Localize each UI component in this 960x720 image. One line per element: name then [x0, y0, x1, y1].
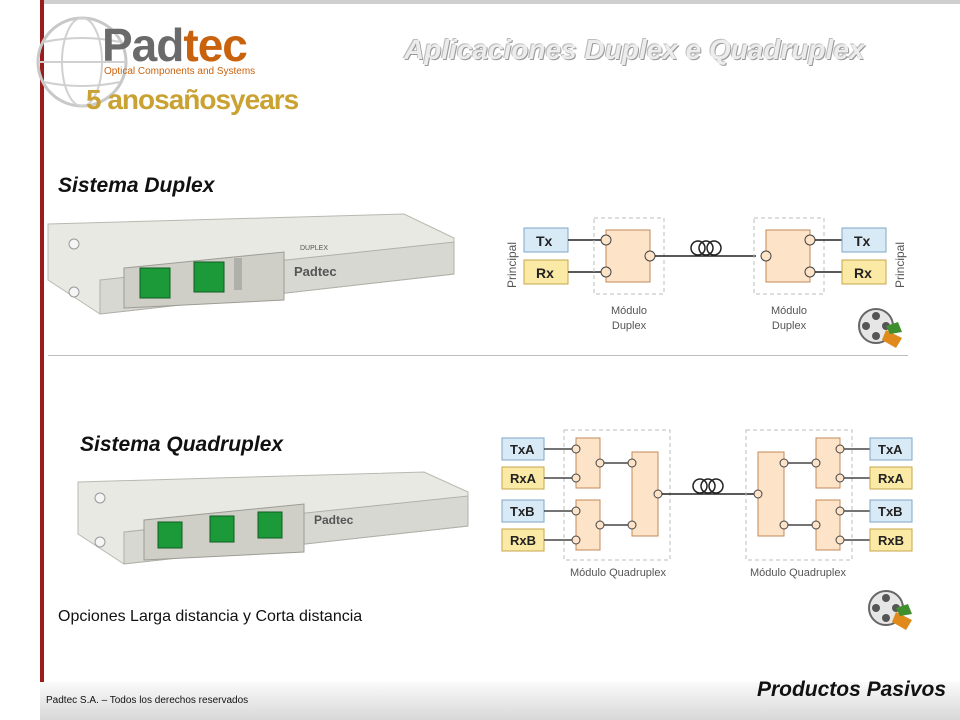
- principal-label-left: Principal: [505, 242, 519, 288]
- film-reel-icon[interactable]: [866, 586, 914, 632]
- svg-text:Rx: Rx: [536, 265, 554, 281]
- rack-brand-label: Padtec: [294, 264, 337, 279]
- svg-text:TxA: TxA: [510, 442, 535, 457]
- svg-text:Módulo Quadruplex: Módulo Quadruplex: [750, 567, 847, 579]
- quadruplex-section-title: Sistema Quadruplex: [80, 433, 284, 456]
- slide-title: Aplicaciones Duplex e Quadruplex: [404, 34, 865, 65]
- quadruplex-diagram: TxA RxA TxB RxB Módulo Quadruplex Módulo…: [501, 429, 913, 579]
- svg-text:RxB: RxB: [878, 533, 904, 548]
- fiber-port: [209, 515, 235, 543]
- section-divider: [48, 355, 908, 356]
- svg-text:Rx: Rx: [854, 265, 872, 281]
- brand-subtitle: Optical Components and Systems: [104, 66, 256, 77]
- svg-text:Duplex: Duplex: [772, 320, 807, 332]
- svg-text:Tx: Tx: [536, 233, 553, 249]
- fiber-coil-icon: [690, 240, 722, 256]
- duplex-rack-device: Padtec DUPLEX: [47, 213, 455, 315]
- svg-text:RxA: RxA: [510, 471, 537, 486]
- svg-text:TxB: TxB: [878, 504, 903, 519]
- svg-text:Módulo: Módulo: [771, 305, 807, 317]
- svg-text:Duplex: Duplex: [612, 320, 647, 332]
- left-frame-bar: [40, 0, 44, 720]
- svg-text:Módulo: Módulo: [611, 305, 647, 317]
- svg-text:RxA: RxA: [878, 471, 905, 486]
- fiber-port: [193, 261, 225, 293]
- quadruplex-module-right: [745, 429, 853, 561]
- fiber-port: [257, 511, 283, 539]
- rx-box-right: [841, 259, 887, 285]
- svg-text:TxB: TxB: [510, 504, 535, 519]
- top-frame-bar: [40, 0, 960, 4]
- svg-text:Módulo Quadruplex: Módulo Quadruplex: [570, 567, 667, 579]
- quadruplex-module-left: [563, 429, 671, 561]
- footer-product-line: Productos Pasivos: [756, 678, 946, 701]
- tx-box-right: [841, 227, 887, 253]
- duplex-diagram: Principal Tx Rx Módulo Duplex Módulo Dup…: [505, 217, 907, 332]
- svg-text:Tx: Tx: [854, 233, 871, 249]
- svg-text:RxB: RxB: [510, 533, 536, 548]
- rack-brand-label: Padtec: [314, 513, 354, 527]
- fiber-port: [157, 521, 183, 549]
- svg-text:TxA: TxA: [878, 442, 903, 457]
- rxa-box-right: [869, 466, 913, 490]
- film-reel-icon[interactable]: [856, 304, 904, 350]
- duplex-module-right: [753, 217, 825, 295]
- rx-box-left: [523, 259, 569, 285]
- txa-box-right: [869, 437, 913, 461]
- anniversary-label: 5 anosañosyears: [86, 84, 299, 115]
- quadruplex-rack-device: Padtec: [77, 471, 469, 565]
- fiber-coil-icon: [692, 478, 724, 494]
- brand-name: Padtec: [102, 19, 248, 71]
- footer-copyright: Padtec S.A. – Todos los derechos reserva…: [46, 695, 249, 706]
- footer-bar: [40, 682, 960, 720]
- options-caption: Opciones Larga distancia y Corta distanc…: [58, 608, 363, 625]
- duplex-section-title: Sistema Duplex: [58, 174, 215, 197]
- txb-box-right: [869, 499, 913, 523]
- principal-label-right: Principal: [893, 242, 907, 288]
- globe-icon: [36, 16, 128, 108]
- rack-model-label: DUPLEX: [300, 245, 328, 252]
- fiber-port: [139, 267, 171, 299]
- padtec-logo: [22, 6, 282, 124]
- rxb-box-right: [869, 528, 913, 552]
